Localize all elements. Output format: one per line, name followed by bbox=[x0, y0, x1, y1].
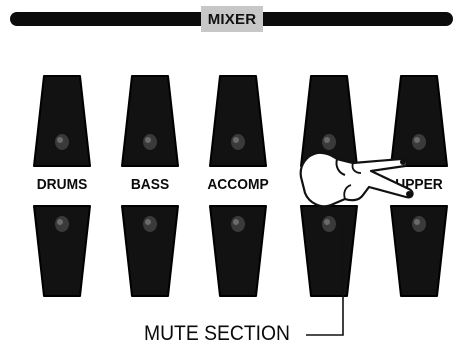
channel-label: ACCOMP bbox=[207, 176, 269, 193]
drums-mute-button[interactable] bbox=[32, 202, 92, 300]
accomp-mute-button[interactable] bbox=[208, 202, 268, 300]
drums-select-button[interactable] bbox=[32, 72, 92, 170]
bass-mute-button[interactable] bbox=[120, 202, 180, 300]
mixer-title: MIXER bbox=[201, 6, 263, 32]
bass-select-button[interactable] bbox=[120, 72, 180, 170]
pointing-hand-icon bbox=[299, 151, 414, 208]
accomp-select-button[interactable] bbox=[208, 72, 268, 170]
channel-label: DRUMS bbox=[36, 176, 88, 193]
mute-section-label: MUTE SECTION bbox=[144, 322, 290, 345]
channel-label: BASS bbox=[130, 176, 170, 193]
upper-mute-button[interactable] bbox=[389, 202, 449, 300]
upper-select-button[interactable] bbox=[389, 72, 449, 170]
